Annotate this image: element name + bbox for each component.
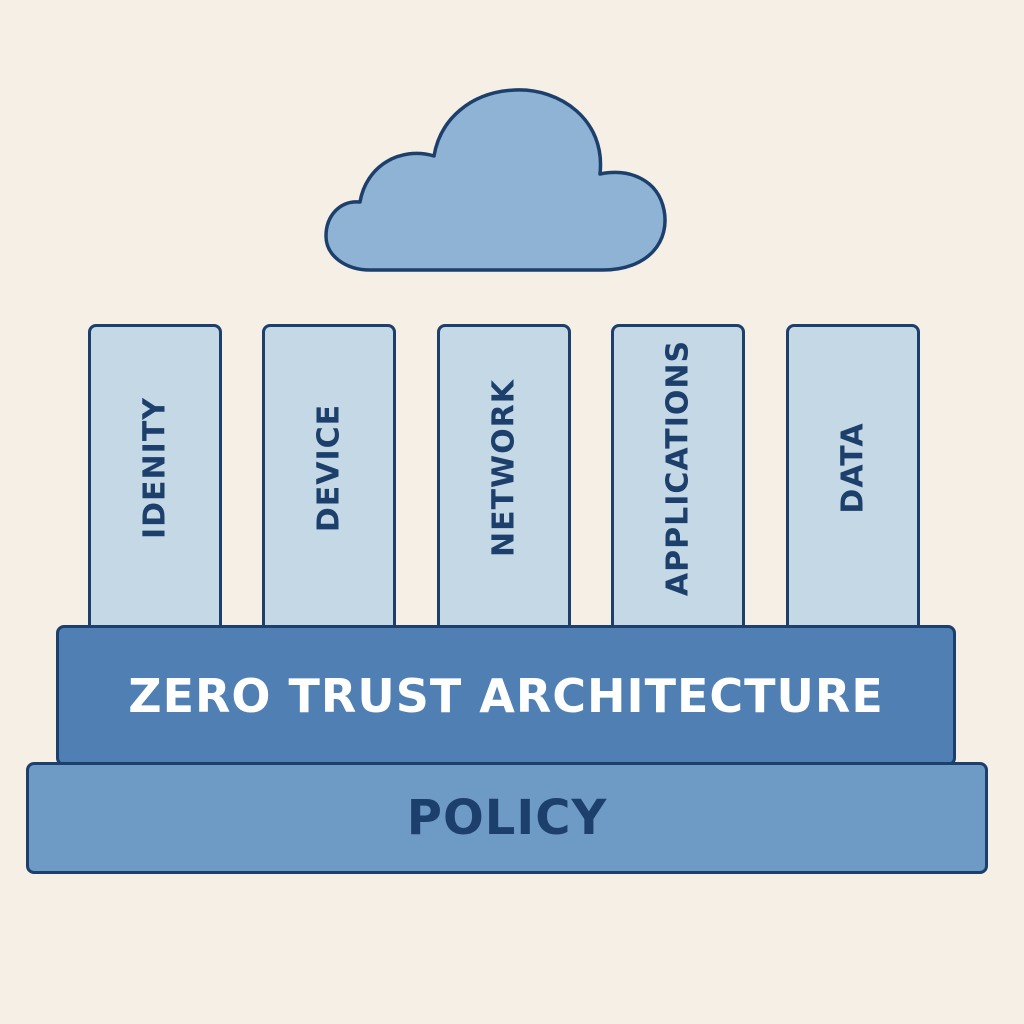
pillar-identity: IDENITY bbox=[88, 324, 222, 642]
pillar-label: DATA bbox=[835, 422, 871, 514]
pillar-label: DEVICE bbox=[311, 403, 347, 533]
pillar-device: DEVICE bbox=[262, 324, 396, 642]
architecture-title: ZERO TRUST ARCHITECTURE bbox=[128, 668, 884, 723]
pillar-label: NETWORK bbox=[486, 378, 522, 558]
pillar-network: NETWORK bbox=[437, 324, 571, 642]
policy-label: POLICY bbox=[406, 790, 608, 846]
pillar-applications: APPLICATIONS bbox=[611, 324, 745, 642]
pillar-label: IDENITY bbox=[137, 396, 173, 540]
architecture-band: ZERO TRUST ARCHITECTURE bbox=[56, 625, 956, 766]
cloud-icon bbox=[324, 88, 667, 272]
pillar-data: DATA bbox=[786, 324, 920, 642]
pillar-label: APPLICATIONS bbox=[660, 339, 696, 597]
policy-foundation: POLICY bbox=[26, 762, 988, 874]
